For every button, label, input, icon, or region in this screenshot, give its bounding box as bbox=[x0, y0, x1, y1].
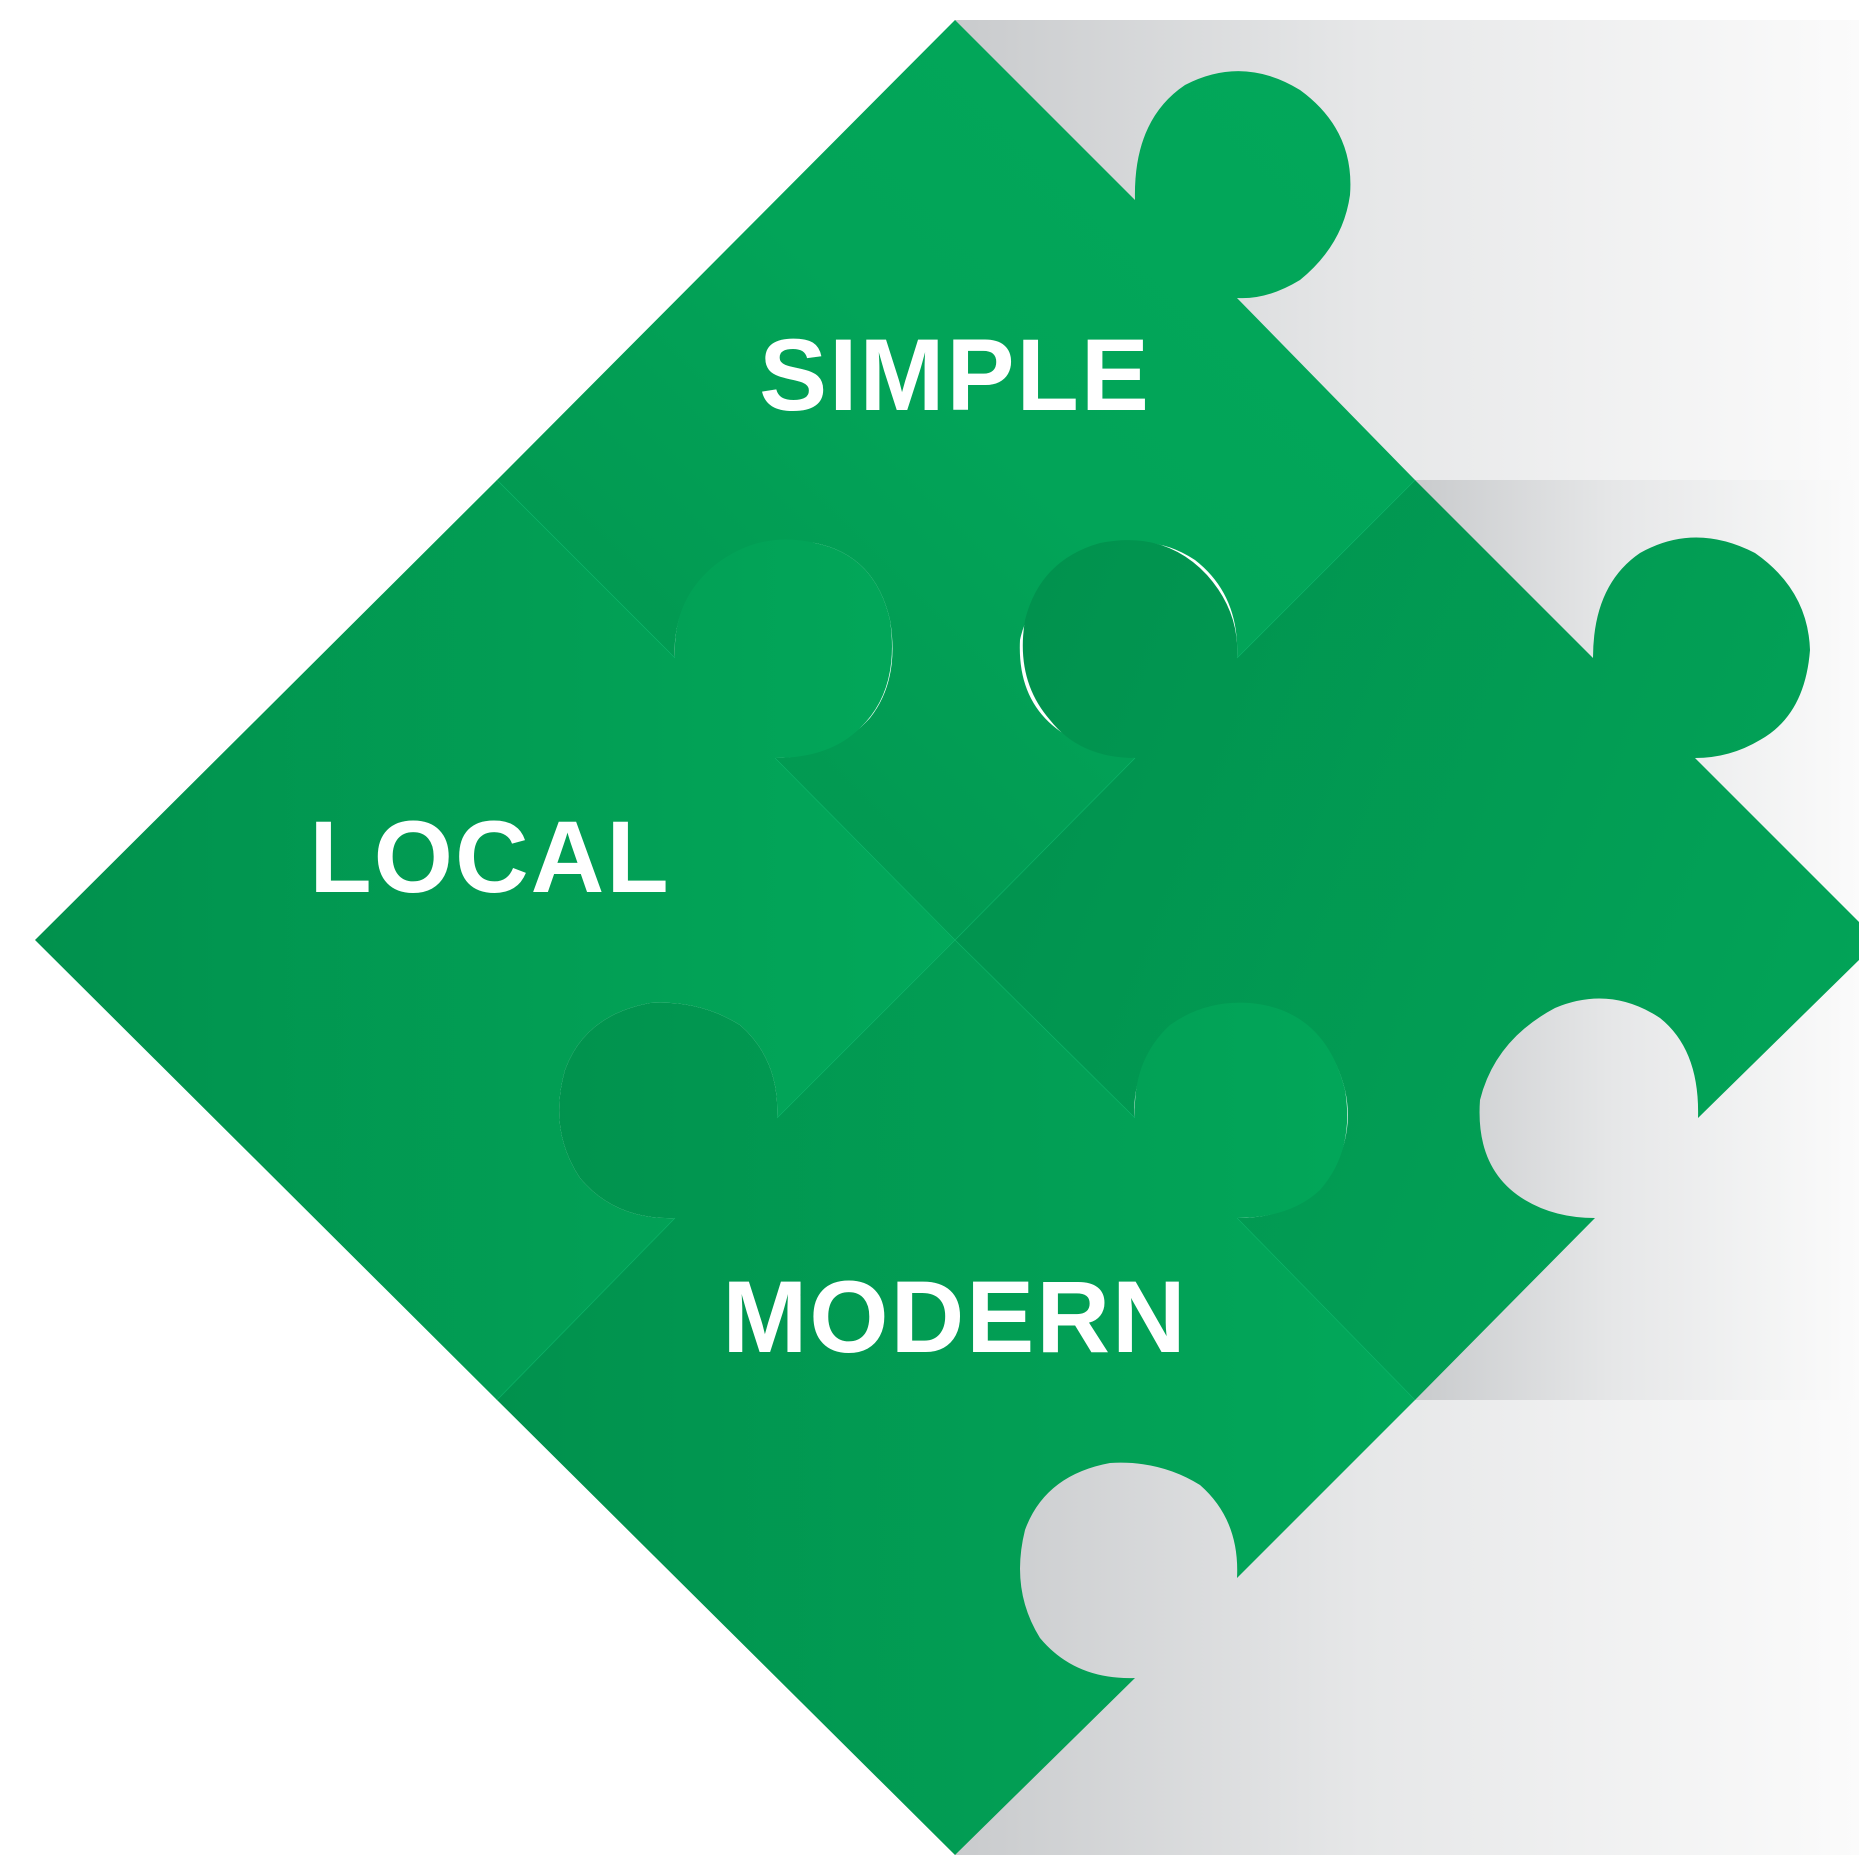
puzzle-piece-top bbox=[497, 20, 1415, 940]
puzzle-piece-left bbox=[35, 480, 955, 1400]
label-modern: MODERN bbox=[722, 1260, 1187, 1374]
label-local: LOCAL bbox=[309, 800, 670, 914]
shadow-band-bottom bbox=[955, 1400, 1859, 1855]
puzzle-piece-bottom bbox=[497, 940, 1415, 1855]
puzzle-piece-right bbox=[955, 480, 1859, 1400]
label-simple: SIMPLE bbox=[759, 318, 1151, 432]
puzzle-seams bbox=[496, 479, 1416, 1401]
